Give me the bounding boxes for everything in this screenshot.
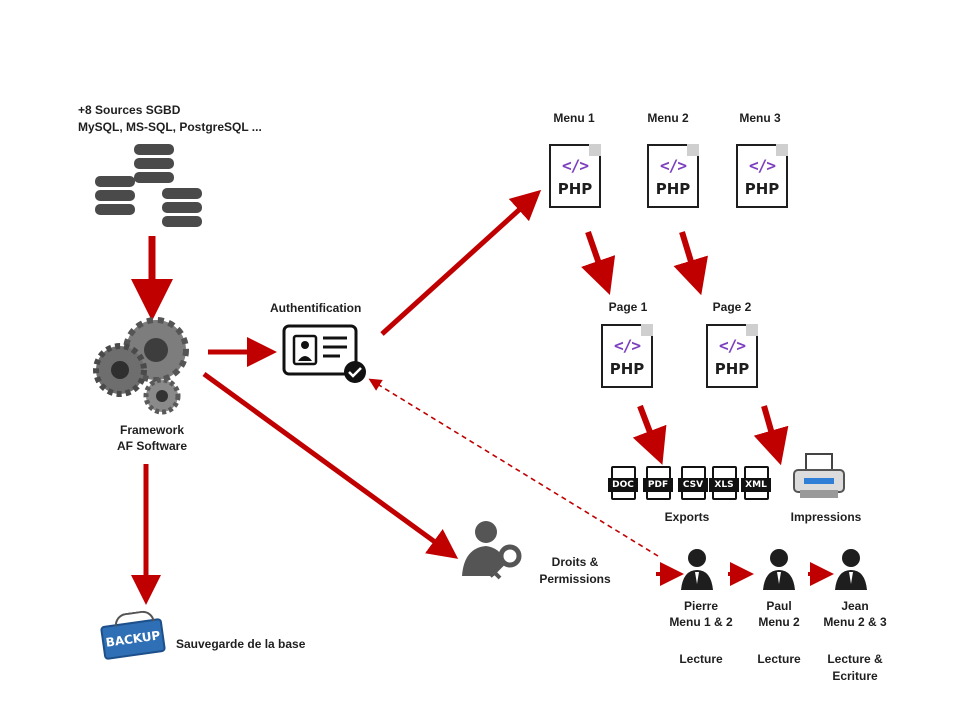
sources-title: +8 Sources SGBD [78, 103, 181, 117]
user-jean-icon [835, 549, 867, 590]
page1-label: Page 1 [608, 300, 648, 314]
doc-file-icon: DOC [608, 466, 638, 500]
xls-file-icon: XLS [709, 466, 739, 500]
page1-php-file-icon: </>PHP [601, 324, 653, 388]
framework-title: Framework [119, 423, 185, 437]
user-jean-name: Jean [841, 599, 869, 613]
menu3-file-type: PHP [744, 180, 780, 198]
xls-file-tag: XLS [709, 478, 739, 492]
sources-subtitle: MySQL, MS-SQL, PostgreSQL ... [78, 120, 262, 134]
arrow-menu1-to-page1 [581, 231, 616, 296]
menu2-php-file-icon: </>PHP [647, 144, 699, 208]
csv-file-icon: CSV [678, 466, 708, 500]
menu1-php-file-icon: </>PHP [549, 144, 601, 208]
menu1-file-type: PHP [557, 180, 593, 198]
user-jean-access-line2: Ecriture [832, 669, 878, 683]
arrow-users-to-auth-dashed [368, 378, 659, 557]
menu1-label: Menu 1 [553, 111, 595, 125]
user-pierre-menus: Menu 1 & 2 [669, 615, 733, 629]
user-pierre-icon [681, 549, 713, 590]
menu3-php-file-icon: </>PHP [736, 144, 788, 208]
pdf-file-tag: PDF [643, 478, 673, 492]
page2-label: Page 2 [712, 300, 752, 314]
framework-subtitle: AF Software [116, 439, 187, 453]
xml-file-tag: XML [741, 478, 771, 492]
user-pierre-access: Lecture [679, 652, 723, 666]
user-jean-menus: Menu 2 & 3 [823, 615, 887, 629]
menu3-label: Menu 3 [739, 111, 781, 125]
arrow-page1-to-exports [632, 404, 667, 465]
csv-file-tag: CSV [678, 478, 708, 492]
user-paul-name: Paul [766, 599, 792, 613]
user-pierre-name: Pierre [683, 599, 719, 613]
arrow-framework-to-droits [202, 371, 459, 559]
backup-label: Sauvegarde de la base [176, 637, 306, 651]
user-paul-access: Lecture [757, 652, 801, 666]
menu2-label: Menu 2 [647, 111, 689, 125]
arrow-menu2-to-page2 [673, 231, 708, 296]
auth-label: Authentification [270, 301, 362, 315]
exports-label: Exports [664, 510, 710, 524]
menu2-file-type: PHP [655, 180, 691, 198]
page2-php-file-icon: </>PHP [706, 324, 758, 388]
user-jean-access: Lecture & [827, 652, 883, 666]
arrow-auth-to-menus [380, 189, 542, 336]
user-paul-icon [763, 549, 795, 590]
arrow-page2-to-impressions [753, 405, 789, 466]
pdf-file-icon: PDF [643, 466, 673, 500]
user-paul-menus: Menu 2 [758, 615, 800, 629]
page2-file-type: PHP [714, 360, 750, 378]
droits-title: Droits & [551, 555, 599, 569]
impressions-label: Impressions [790, 510, 862, 524]
droits-subtitle: Permissions [539, 572, 611, 586]
page1-file-type: PHP [609, 360, 645, 378]
xml-file-icon: XML [741, 466, 771, 500]
doc-file-tag: DOC [608, 478, 638, 492]
